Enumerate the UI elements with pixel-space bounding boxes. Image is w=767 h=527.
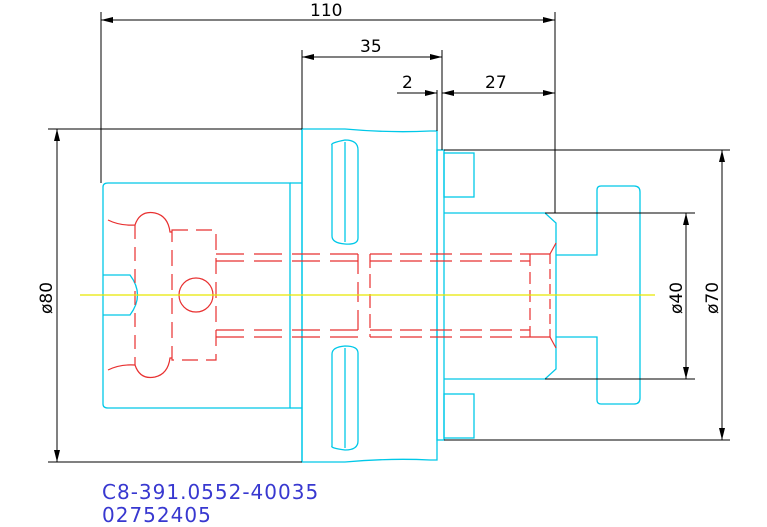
shank-outline xyxy=(444,212,557,380)
dimension-lines xyxy=(48,12,730,463)
lower-key xyxy=(443,393,475,439)
flange-notch-bottom xyxy=(331,345,359,451)
part-number: 02752405 xyxy=(102,503,212,527)
dim-shank-length: 27 xyxy=(485,73,507,93)
part-code: C8-391.0552-40035 xyxy=(102,480,320,504)
dim-diameter-40: ø40 xyxy=(667,282,687,314)
dim-diameter-70: ø70 xyxy=(703,282,723,314)
dim-diameter-80: ø80 xyxy=(37,282,57,314)
dim-gap: 2 xyxy=(402,73,413,93)
flange-outline xyxy=(301,128,438,463)
dim-overall-length: 110 xyxy=(310,1,342,21)
dim-flange-length: 35 xyxy=(360,37,382,57)
upper-key xyxy=(443,152,475,198)
flange-notch-top xyxy=(331,139,359,245)
